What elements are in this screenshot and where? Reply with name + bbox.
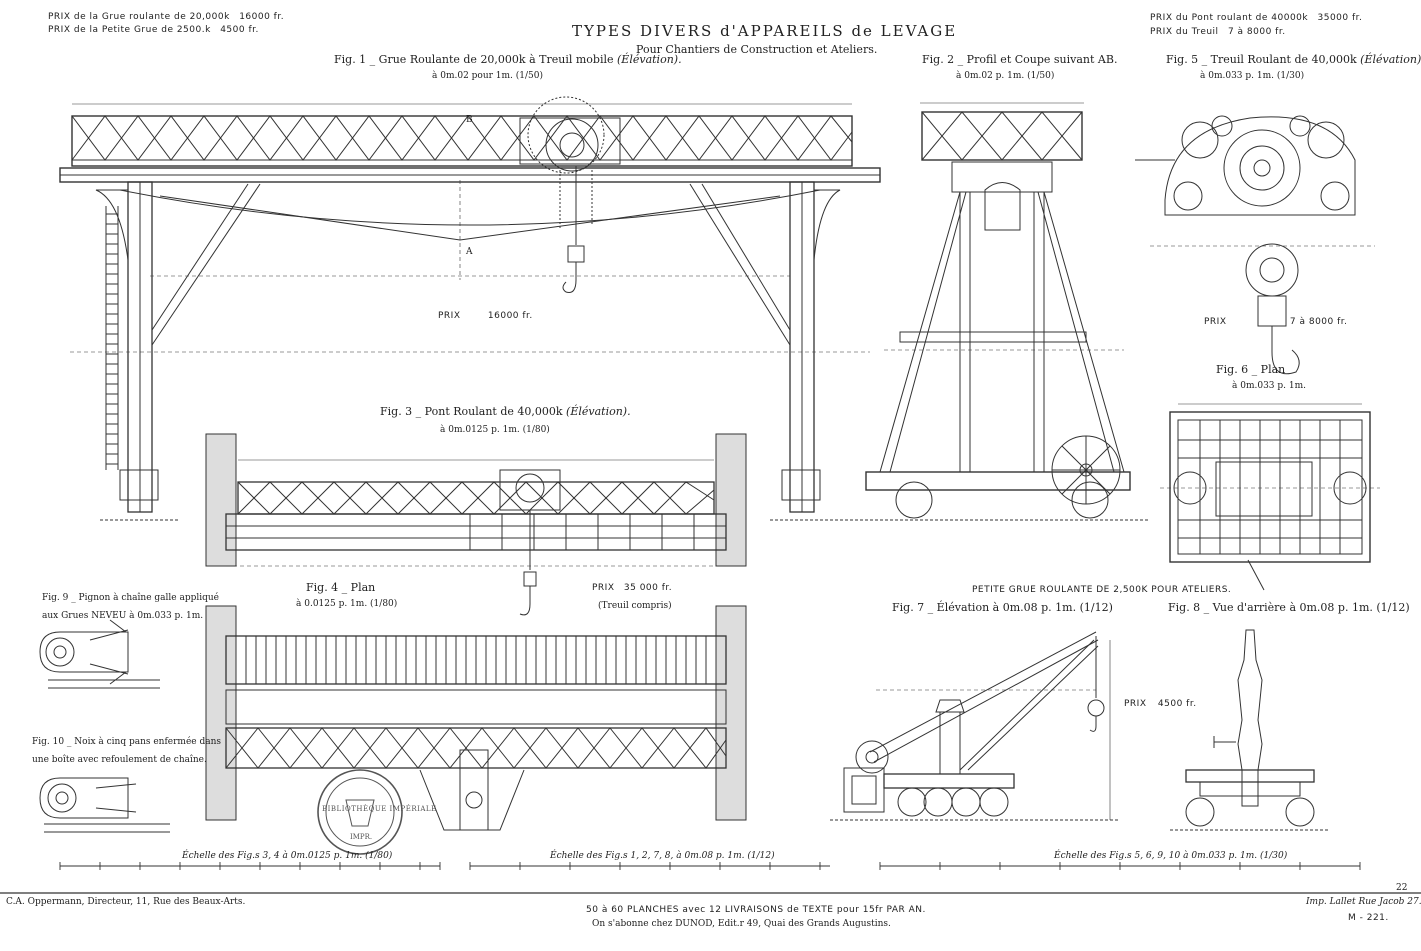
price-left-petite-grue: PRIX de la Petite Grue de 2500.k 4500 fr… bbox=[48, 26, 259, 35]
fig6-caption: Fig. 6 _ Plan bbox=[1216, 363, 1286, 376]
library-stamp-sub: IMPR. bbox=[350, 833, 373, 841]
section-marker-b: B bbox=[466, 115, 473, 125]
price-label: PRIX de la Grue roulante de 20,000k bbox=[48, 12, 230, 22]
fig7-price: PRIX 4500 fr. bbox=[1124, 700, 1197, 709]
fig1-caption: Fig. 1 _ Grue Roulante de 20,000k à Treu… bbox=[334, 54, 682, 65]
fig5-scale: à 0m.033 p. 1m. (1/30) bbox=[1200, 71, 1305, 81]
fig3-price: PRIX 35 000 fr. bbox=[592, 584, 672, 593]
price-right-pont-roulant: PRIX du Pont roulant de 40000k 35000 fr. bbox=[1150, 14, 1362, 23]
page-subtitle: Pour Chantiers de Construction et Atelie… bbox=[636, 43, 878, 56]
fig7-caption: Fig. 7 _ Élévation à 0m.08 p. 1m. (1/12) bbox=[892, 601, 1113, 614]
footer-publisher: C.A. Oppermann, Directeur, 11, Rue des B… bbox=[6, 897, 246, 907]
price-left-grue-roulante: PRIX de la Grue roulante de 20,000k 1600… bbox=[48, 13, 284, 22]
price-value: 4500 fr. bbox=[220, 25, 259, 35]
library-stamp-text: BIBLIOTHÈQUE IMPÉRIALE bbox=[322, 805, 437, 813]
price-label: PRIX bbox=[592, 583, 615, 593]
fig4-overhead-plan bbox=[205, 605, 747, 831]
footer-dunod-line: On s'abonne chez DUNOD, Edit.r 49, Quai … bbox=[592, 919, 891, 929]
price-label: PRIX bbox=[438, 311, 461, 321]
fig5-price: PRIX 7 à 8000 fr. bbox=[1204, 318, 1348, 327]
footer-plate-code: M - 221. bbox=[1348, 913, 1389, 923]
price-label: PRIX du Pont roulant de 40000k bbox=[1150, 13, 1309, 23]
fig10-caption-line2: une boîte avec refoulement de chaîne. bbox=[32, 755, 207, 765]
fig5-caption: Fig. 5 _ Treuil Roulant de 40,000k (Élév… bbox=[1166, 54, 1421, 65]
fig2-scale: à 0m.02 p. 1m. (1/50) bbox=[956, 71, 1055, 81]
price-value: 16000 fr. bbox=[239, 12, 285, 22]
fig2-profile-section bbox=[850, 102, 1150, 521]
price-label: PRIX du Treuil bbox=[1150, 27, 1219, 37]
fig4-caption: Fig. 4 _ Plan bbox=[306, 581, 376, 594]
footer-subscription-line: 50 à 60 PLANCHES avec 12 LIVRAISONS de T… bbox=[586, 905, 926, 915]
fig3-price-note: (Treuil compris) bbox=[598, 601, 672, 611]
fig1-gantry-crane bbox=[59, 96, 881, 521]
price-label: PRIX bbox=[1124, 699, 1147, 709]
fig3-scale: à 0m.0125 p. 1m. (1/80) bbox=[440, 425, 550, 435]
price-value: 35 000 fr. bbox=[623, 583, 673, 593]
fig4-scale: à 0.0125 p. 1m. (1/80) bbox=[296, 599, 398, 609]
fig1-price: PRIX 16000 fr. bbox=[438, 312, 533, 321]
fig3-overhead-crane bbox=[205, 433, 747, 616]
caption-text: Fig. 1 _ Grue Roulante de 20,000k à Treu… bbox=[334, 53, 614, 66]
price-value: 7 à 8000 fr. bbox=[1289, 317, 1348, 327]
footer-printer: Imp. Lallet Rue Jacob 27. bbox=[1306, 897, 1421, 907]
petite-grue-section-title: PETITE GRUE ROULANTE DE 2,500K POUR ATEL… bbox=[972, 585, 1232, 595]
price-value: 16000 fr. bbox=[487, 311, 533, 321]
fig10-caption-line1: Fig. 10 _ Noix à cinq pans enfermée dans bbox=[32, 737, 222, 747]
caption-view: (Élévation) bbox=[1360, 53, 1421, 66]
caption-view: (Élévation). bbox=[566, 405, 631, 418]
fig9-chain-sprocket bbox=[39, 619, 160, 689]
scale-bars bbox=[59, 862, 1361, 870]
fig7-small-crane bbox=[830, 631, 1120, 821]
fig2-caption: Fig. 2 _ Profil et Coupe suivant AB. bbox=[922, 53, 1118, 66]
price-right-treuil: PRIX du Treuil 7 à 8000 fr. bbox=[1150, 28, 1286, 37]
price-label: PRIX de la Petite Grue de 2500.k bbox=[48, 25, 211, 35]
fig6-scale: à 0m.033 p. 1m. bbox=[1232, 381, 1306, 391]
price-label: PRIX bbox=[1204, 317, 1227, 327]
library-stamp-circle bbox=[317, 769, 403, 855]
fig9-caption-line1: Fig. 9 _ Pignon à chaîne galle appliqué bbox=[42, 593, 220, 603]
caption-view: (Élévation). bbox=[617, 53, 682, 66]
fig5-winch-elevation bbox=[1135, 115, 1375, 375]
fig1-scale: à 0m.02 pour 1m. (1/50) bbox=[432, 71, 544, 81]
section-marker-a: A bbox=[466, 247, 473, 257]
scale-caption-2: Échelle des Fig.s 1, 2, 7, 8, à 0m.08 p.… bbox=[550, 851, 775, 861]
fig10-chain-nut bbox=[39, 777, 170, 833]
scale-caption-1: Échelle des Fig.s 3, 4 à 0m.0125 p. 1m. … bbox=[182, 851, 393, 861]
scale-caption-3: Échelle des Fig.s 5, 6, 9, 10 à 0m.033 p… bbox=[1054, 851, 1288, 861]
price-value: 7 à 8000 fr. bbox=[1227, 27, 1286, 37]
price-value: 35000 fr. bbox=[1317, 13, 1363, 23]
fig3-caption: Fig. 3 _ Pont Roulant de 40,000k (Élévat… bbox=[380, 406, 631, 417]
caption-text: Fig. 5 _ Treuil Roulant de 40,000k bbox=[1166, 53, 1357, 66]
fig8-caption: Fig. 8 _ Vue d'arrière à 0m.08 p. 1m. (1… bbox=[1168, 601, 1410, 614]
fig8-rear-view bbox=[1170, 629, 1330, 831]
price-value: 4500 fr. bbox=[1157, 699, 1197, 709]
page-title: TYPES DIVERS d'APPAREILS de LEVAGE bbox=[572, 22, 958, 40]
fig9-caption-line2: aux Grues NEVEU à 0m.033 p. 1m. bbox=[42, 611, 204, 621]
caption-text: Fig. 3 _ Pont Roulant de 40,000k bbox=[380, 405, 563, 418]
fig6-winch-plan bbox=[1160, 403, 1380, 591]
footer-plate-number: 22 bbox=[1396, 883, 1408, 893]
